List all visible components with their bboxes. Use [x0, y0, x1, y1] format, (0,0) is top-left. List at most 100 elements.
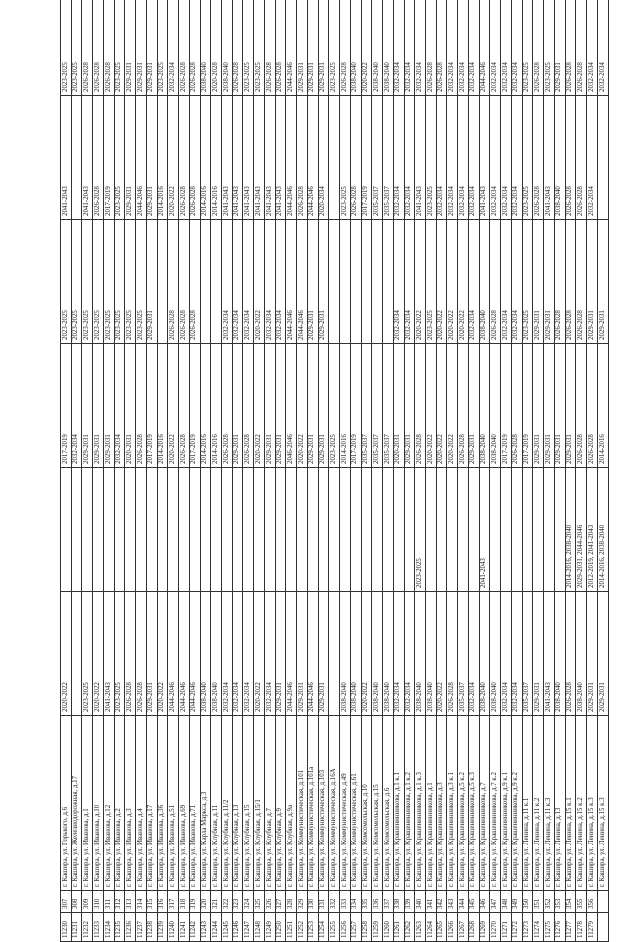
table-cell: 11251	[285, 912, 297, 942]
table-cell: 11242	[189, 912, 201, 942]
table-cell: 342	[436, 890, 447, 913]
table-cell: г. Кашира, ул. Крашенинникова, д.9 к.1	[500, 715, 512, 891]
table-cell: 11254	[318, 912, 329, 942]
table-cell: 2029-2031, 2044-2046	[575, 467, 587, 592]
table-cell: 2023-2025	[60, 219, 72, 344]
table-cell: 11274	[532, 912, 544, 942]
table-cell: 11275	[543, 912, 555, 942]
table-cell	[489, 467, 501, 592]
table-cell: 348	[500, 890, 512, 913]
table-cell: 2038-2040	[382, 591, 394, 716]
table-cell: 312	[114, 890, 125, 913]
table-cell: г. Кашира, ул. Крашенинникова, д.1 к.1	[393, 715, 404, 891]
table-cell	[554, 467, 566, 592]
table-cell: г. Кашира, ул. Коммунистическая, д.103	[318, 715, 329, 891]
table-cell: г. Кашира, ул. Ленина, д.11 к.1	[522, 715, 533, 891]
table-cell: 2014-2016	[157, 95, 168, 220]
table-cell: 2017-2019	[500, 343, 512, 468]
table-cell: 346	[479, 890, 490, 913]
table-cell: 356	[586, 890, 598, 913]
table-cell: 2032-2034	[114, 343, 125, 468]
table-cell: 310	[92, 890, 104, 913]
table-cell: 319	[189, 890, 201, 913]
table-cell: 2032-2034	[511, 219, 523, 344]
table-cell: 2032-2034	[489, 95, 501, 220]
table-cell: 11234	[103, 912, 115, 942]
table-cell: 2026-2028	[178, 343, 190, 468]
table-cell: г. Кашира, ул. Коммунистическая, д.49	[339, 715, 351, 891]
table-cell	[157, 219, 168, 344]
table-cell: 2026-2028	[103, 0, 115, 96]
table-cell: г. Кашира, ул. Железнодорожная, д.17	[71, 715, 82, 891]
table-cell: 2038-2040	[479, 591, 490, 716]
table-cell: 2026-2028	[178, 95, 190, 220]
table-cell: 11265	[436, 912, 447, 942]
table-cell: 317	[167, 890, 179, 913]
table-cell: 2032-2034	[393, 0, 404, 96]
table-cell: г. Кашира, ул. Крашенинникова, д.3 к.1	[446, 715, 458, 891]
table-cell: 2029-2031	[543, 343, 555, 468]
table-cell	[350, 219, 362, 344]
table-cell: г. Кашира, ул. Иванова, д.2	[114, 715, 125, 891]
table-cell	[339, 467, 351, 592]
table-cell: 2038-2040	[554, 591, 566, 716]
table-cell	[468, 467, 480, 592]
table-cell: 331	[318, 890, 329, 913]
table-cell: 2032-2034	[500, 95, 512, 220]
table-cell: 351	[532, 890, 544, 913]
table-cell: 323	[232, 890, 243, 913]
table-cell: 2035-2037	[371, 95, 383, 220]
table-cell: 2041-2043	[221, 95, 233, 220]
table-cell: 2017-2019	[189, 343, 201, 468]
table-cell: 11240	[167, 912, 179, 942]
table-cell: 2032-2034	[436, 95, 447, 220]
table-cell: 2044-2046	[285, 0, 297, 96]
table-cell: 2020-2034	[318, 95, 329, 220]
table-cell	[436, 467, 447, 592]
table-cell: 11266	[446, 912, 458, 942]
table-cell	[350, 467, 362, 592]
table-cell: 2026-2028	[425, 0, 437, 96]
table-cell: 2014-2016	[200, 95, 211, 220]
table-cell: 2020-2022	[253, 343, 265, 468]
table-cell: 321	[210, 890, 222, 913]
table-cell: 11263	[414, 912, 426, 942]
table-cell: 2041-2043	[264, 95, 276, 220]
table-cell: 2029-2031	[264, 343, 276, 468]
table-cell: 11230	[60, 912, 72, 942]
table-cell: 2026-2028	[242, 343, 254, 468]
table-cell: 2026-2028	[178, 0, 190, 96]
table-cell: 2038-2040	[489, 343, 501, 468]
table-cell: 2041-2043	[60, 95, 72, 220]
table-cell: 11246	[232, 912, 243, 942]
table-cell: 2026-2028	[565, 219, 576, 344]
table-cell: 2029-2031	[296, 591, 308, 716]
table-cell: 11247	[242, 912, 254, 942]
table-cell: 2014-2016, 2038-2040	[597, 467, 609, 592]
table-cell: г. Кашира, ул. Ленина, д.15 к.2	[575, 715, 587, 891]
table-cell: 2029-2031	[318, 0, 329, 96]
table-cell: 2026-2028	[575, 95, 587, 220]
table-cell: 2026-2028	[446, 591, 458, 716]
table-cell: 2029-2031	[103, 343, 115, 468]
table-cell: 2023-2025	[103, 219, 115, 344]
table-cell: 2038-2040	[221, 0, 233, 96]
table-cell: 11257	[350, 912, 362, 942]
table-cell: 2032-2034	[242, 219, 254, 344]
table-cell: 2032-2034	[511, 0, 523, 96]
table-cell	[371, 219, 383, 344]
table-cell: г. Кашира, ул. Ленина, д.11 к.3	[543, 715, 555, 891]
table-cell	[81, 467, 93, 592]
table-cell: г. Кашира, ул. Иванова, д.10	[92, 715, 104, 891]
table-cell: 2014-2016	[597, 343, 609, 468]
table-cell: 2041-2043	[232, 95, 243, 220]
table-cell	[328, 95, 340, 220]
